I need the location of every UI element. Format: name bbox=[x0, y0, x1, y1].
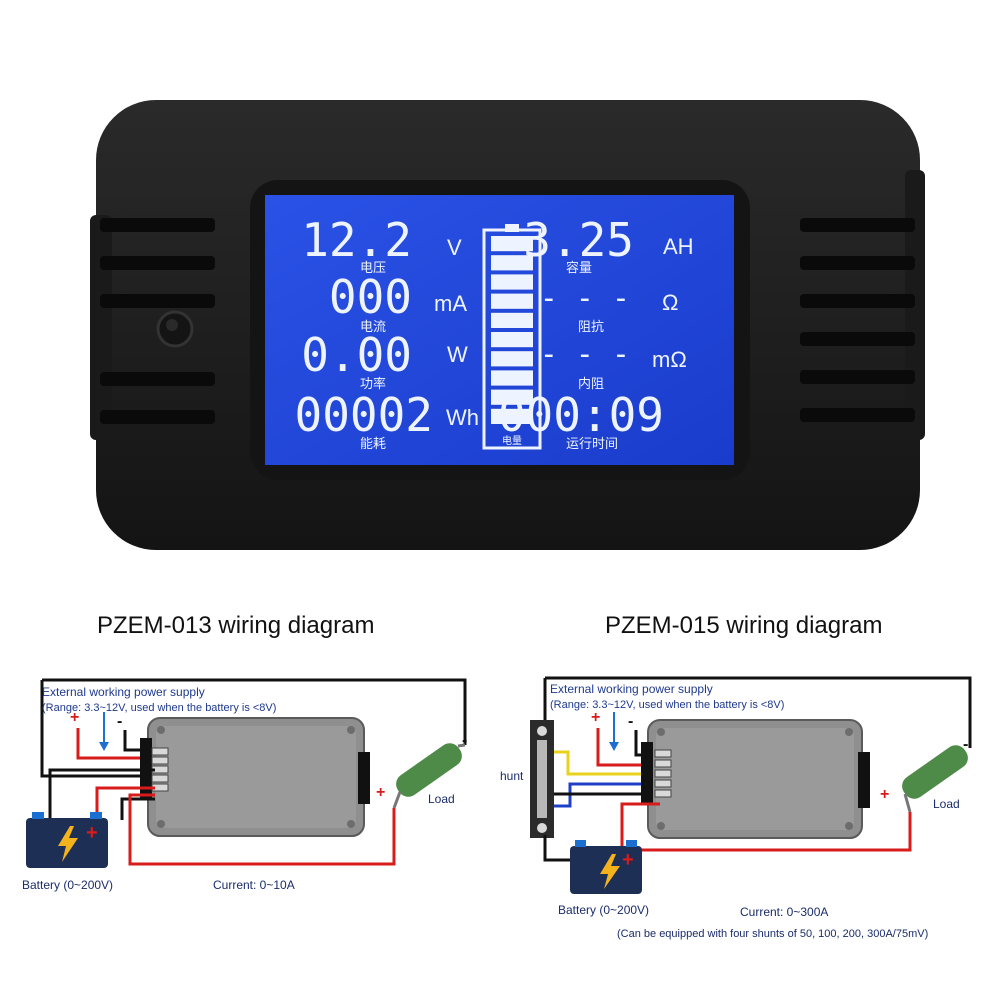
energy-unit: Wh bbox=[446, 405, 479, 430]
meter-device-svg: 12.2 V 电压 000 mA 电流 0.00 W 功率 00002 Wh 能… bbox=[90, 100, 925, 550]
battery-gauge-segment bbox=[491, 332, 533, 348]
pzem-015-load-plus: + bbox=[880, 786, 889, 803]
pzem-013-load-plus: + bbox=[376, 784, 385, 801]
pzem-013-load bbox=[392, 743, 466, 809]
battery-gauge: 电量 bbox=[482, 224, 542, 450]
right-vents bbox=[800, 218, 915, 422]
pzem-013-diagram: External working power supply (Range: 3.… bbox=[22, 678, 467, 892]
pzem-015-load-label: Load bbox=[933, 797, 960, 811]
internal-resistance-caption: 内阻 bbox=[578, 376, 604, 392]
pzem-015-load bbox=[902, 745, 968, 813]
pzem-015-supply-plus: + bbox=[591, 709, 600, 726]
pzem-013-terminals bbox=[151, 747, 169, 792]
pzem-013-load-label: Load bbox=[428, 792, 455, 806]
pzem-013-supply-range: (Range: 3.3~12V, used when the battery i… bbox=[42, 702, 276, 714]
voltage-value: 12.2 bbox=[301, 213, 412, 267]
current-unit: mA bbox=[434, 291, 467, 316]
capacity-value: 3.25 bbox=[523, 213, 634, 267]
internal-resistance-value: - - - bbox=[540, 337, 630, 372]
pzem-015-shunt bbox=[530, 720, 554, 838]
meter-device: 12.2 V 电压 000 mA 电流 0.00 W 功率 00002 Wh 能… bbox=[90, 100, 925, 550]
battery-gauge-segment bbox=[491, 312, 533, 328]
pzem-013-current-label: Current: 0~10A bbox=[213, 878, 295, 892]
pzem-013-title: PZEM-013 wiring diagram bbox=[97, 612, 375, 639]
pzem-015-diagram: External working power supply (Range: 3.… bbox=[500, 676, 972, 940]
pzem-015-terminals bbox=[654, 749, 672, 798]
energy-value: 00002 bbox=[295, 388, 433, 442]
left-vents bbox=[100, 218, 215, 424]
pzem-015-supply-range: (Range: 3.3~12V, used when the battery i… bbox=[550, 699, 784, 711]
battery-gauge-segment bbox=[491, 293, 533, 309]
pzem-015-current-label: Current: 0~300A bbox=[740, 905, 828, 919]
pzem-015-load-minus: - bbox=[963, 736, 968, 753]
impedance-value: - - - bbox=[540, 281, 630, 316]
battery-gauge-segment bbox=[491, 408, 533, 424]
pzem-013-battery bbox=[26, 812, 108, 868]
pzem-015-battery-label: Battery (0~200V) bbox=[558, 903, 649, 917]
impedance-caption: 阻抗 bbox=[578, 320, 604, 335]
voltage-unit: V bbox=[447, 235, 462, 260]
pzem-013-battery-plus: + bbox=[86, 822, 98, 844]
capacity-unit: AH bbox=[663, 234, 694, 259]
runtime-caption: 运行时间 bbox=[566, 437, 618, 452]
power-caption: 功率 bbox=[360, 376, 386, 392]
pzem-015-shunt-note: (Can be equipped with four shunts of 50,… bbox=[617, 928, 928, 940]
pzem-013-battery-label: Battery (0~200V) bbox=[22, 878, 113, 892]
battery-gauge-segment bbox=[491, 236, 533, 252]
power-unit: W bbox=[447, 342, 468, 367]
battery-gauge-segment bbox=[491, 255, 533, 271]
power-value: 0.00 bbox=[301, 328, 412, 382]
pzem-015-battery-plus: + bbox=[622, 849, 634, 871]
runtime-value: 000:09 bbox=[498, 388, 664, 442]
battery-gauge-segment bbox=[491, 351, 533, 367]
current-value: 000 bbox=[329, 270, 412, 324]
pzem-013-supply-plus: + bbox=[70, 709, 79, 726]
battery-gauge-segment bbox=[491, 370, 533, 386]
pzem-015-supply-minus: - bbox=[628, 713, 633, 730]
pzem-013-supply-label: External working power supply bbox=[42, 685, 205, 699]
pzem-015-supply-label: External working power supply bbox=[550, 682, 713, 696]
current-caption: 电流 bbox=[360, 320, 386, 335]
battery-gauge-segment bbox=[491, 274, 533, 290]
impedance-unit: Ω bbox=[662, 290, 678, 315]
battery-gauge-label: 电量 bbox=[502, 434, 522, 447]
pzem-015-shunt-label: Shunt bbox=[500, 769, 524, 783]
battery-gauge-segments bbox=[491, 236, 533, 424]
energy-caption: 能耗 bbox=[360, 437, 386, 452]
pzem-015-battery bbox=[570, 840, 642, 894]
pzem-013-load-minus: - bbox=[462, 732, 467, 749]
voltage-caption: 电压 bbox=[360, 261, 386, 276]
pzem-013-supply-minus: - bbox=[117, 713, 122, 730]
capacity-caption: 容量 bbox=[566, 260, 592, 276]
pzem-015-title: PZEM-015 wiring diagram bbox=[605, 612, 883, 639]
battery-gauge-segment bbox=[491, 389, 533, 405]
internal-resistance-unit: mΩ bbox=[652, 347, 687, 372]
